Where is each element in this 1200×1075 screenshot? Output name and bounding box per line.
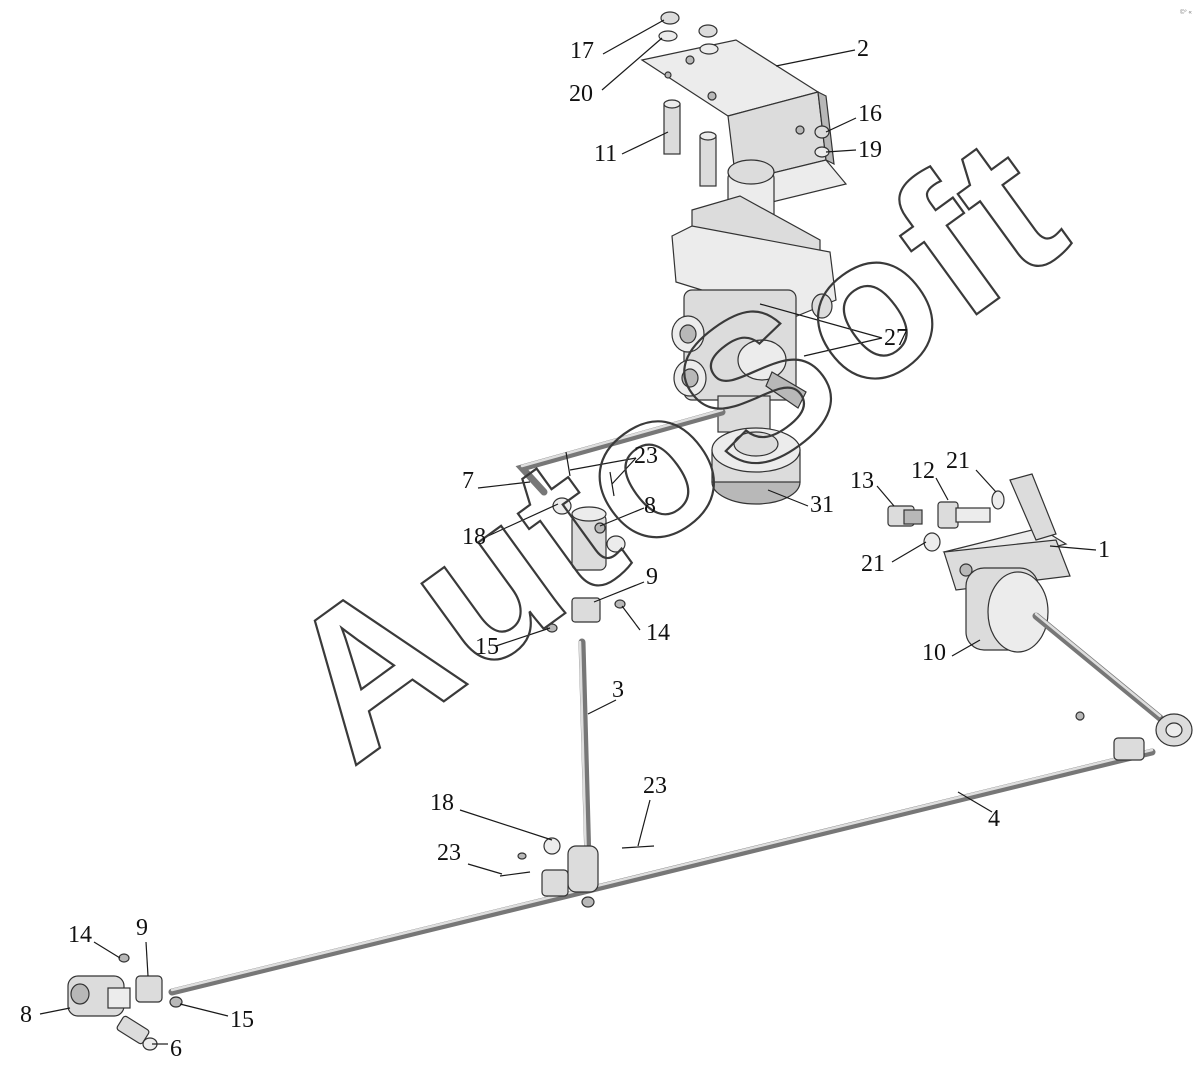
callout-15-top: 15 bbox=[475, 634, 499, 660]
callout-4: 4 bbox=[988, 806, 1000, 832]
cotter-pin-lower bbox=[499, 845, 655, 877]
bolt-part-12 bbox=[937, 501, 991, 529]
corner-mark: ©° « bbox=[1180, 9, 1192, 16]
nut-part-17 bbox=[660, 11, 718, 38]
clamp-part-8-upper bbox=[571, 506, 607, 571]
clamp-part-9-right bbox=[1075, 711, 1145, 761]
callout-1: 1 bbox=[1098, 537, 1110, 563]
valve-part-27 bbox=[671, 159, 837, 433]
callout-16: 16 bbox=[858, 101, 882, 127]
callout-27: 27 bbox=[884, 325, 908, 351]
screw-part-14-lower bbox=[118, 953, 130, 963]
callout-18-low: 18 bbox=[430, 790, 454, 816]
clip-part-9-lower bbox=[135, 975, 163, 1003]
damper-part-10 bbox=[965, 567, 1193, 747]
clip-part-9-upper bbox=[571, 597, 601, 623]
callout-6: 6 bbox=[170, 1036, 182, 1062]
callout-21-top: 21 bbox=[946, 448, 970, 474]
washer-part-21-lower bbox=[923, 532, 941, 552]
callout-23-mid: 23 bbox=[643, 773, 667, 799]
callout-9-low: 9 bbox=[136, 915, 148, 941]
callout-12: 12 bbox=[911, 458, 935, 484]
callout-10: 10 bbox=[922, 640, 946, 666]
callout-23-top: 23 bbox=[634, 443, 658, 469]
callout-3: 3 bbox=[612, 677, 624, 703]
lever-part-7 bbox=[515, 408, 726, 496]
callout-13: 13 bbox=[850, 468, 874, 494]
bolt-part-11 bbox=[663, 99, 717, 187]
washer-part-21-upper bbox=[991, 490, 1005, 510]
callout-21-low: 21 bbox=[861, 551, 885, 577]
rod-part-3 bbox=[578, 638, 592, 866]
callout-8-low: 8 bbox=[20, 1002, 32, 1028]
joint-center bbox=[517, 837, 599, 908]
callout-17: 17 bbox=[570, 38, 594, 64]
callout-23-low: 23 bbox=[437, 840, 461, 866]
callout-14-top: 14 bbox=[646, 620, 670, 646]
callout-14-low: 14 bbox=[68, 922, 92, 948]
washer-part-20 bbox=[658, 30, 719, 55]
bolt-part-13 bbox=[887, 505, 923, 527]
callout-11: 11 bbox=[594, 141, 617, 167]
callout-9-top: 9 bbox=[646, 564, 658, 590]
fitting-part-6 bbox=[116, 1015, 158, 1051]
callout-19: 19 bbox=[858, 137, 882, 163]
nut-part-15-upper bbox=[546, 623, 558, 633]
autosoft-watermark: AutoSoft bbox=[243, 91, 1103, 804]
callout-20: 20 bbox=[569, 81, 593, 107]
callout-labels: 17 20 2 11 16 19 27 7 23 31 18 8 13 12 2… bbox=[20, 36, 1110, 1062]
callout-2: 2 bbox=[857, 36, 869, 62]
rod-part-4 bbox=[168, 748, 1156, 996]
leader-lines bbox=[39, 19, 1097, 1045]
callout-31: 31 bbox=[810, 492, 834, 518]
nut-part-16 bbox=[814, 125, 830, 139]
callout-15-low: 15 bbox=[230, 1007, 254, 1033]
washer-part-18-upper bbox=[552, 497, 626, 553]
callout-8-top: 8 bbox=[644, 493, 656, 519]
callout-18-top: 18 bbox=[462, 524, 486, 550]
connector-part-31 bbox=[711, 427, 801, 505]
clamp-part-8-lower bbox=[67, 975, 131, 1017]
nut-part-15-lower bbox=[169, 996, 183, 1008]
callout-7: 7 bbox=[462, 468, 474, 494]
